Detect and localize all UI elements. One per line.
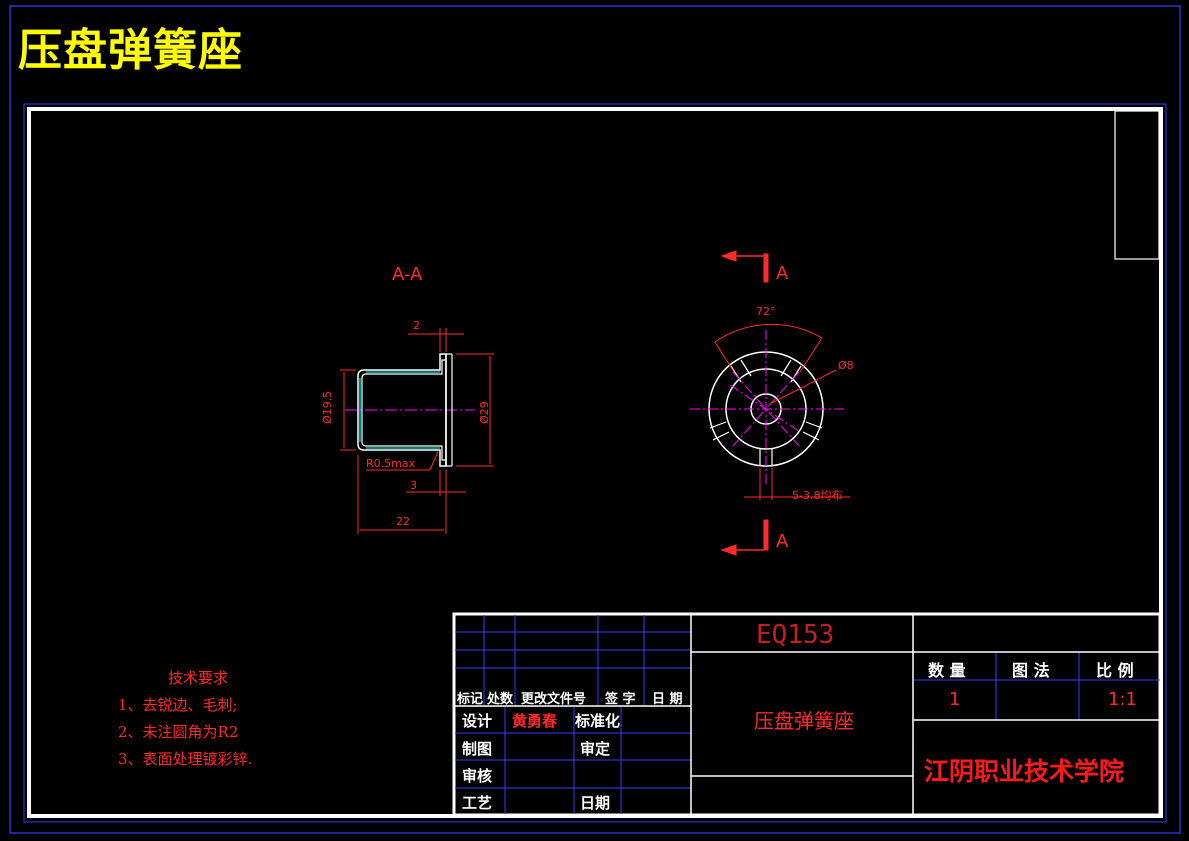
tb-method-label: 图 法: [1012, 661, 1050, 680]
tb-header-count: 处数: [487, 692, 514, 707]
cut-label-bottom: A: [776, 531, 789, 552]
cut-label-top: A: [776, 263, 789, 284]
dim-phi19-5: Ø19.5: [321, 390, 334, 424]
dim-72deg: 72°: [756, 305, 776, 318]
tb-qty-label: 数 量: [928, 661, 966, 680]
tb-part-name: 压盘弹簧座: [754, 709, 854, 733]
tb-part-no: EQ153: [756, 620, 835, 650]
front-view: [690, 323, 850, 500]
title-block-grid: [452, 612, 1162, 817]
code-box: [1114, 110, 1160, 260]
section-label: A-A: [392, 264, 423, 285]
dim-phi29: Ø29: [478, 401, 491, 424]
section-view: [340, 328, 494, 534]
tb-school: 江阴职业技术学院: [924, 757, 1125, 786]
tb-check-label: 审核: [462, 767, 493, 785]
tb-process-label: 工艺: [462, 794, 493, 812]
dim-phi8: Ø8: [838, 359, 854, 372]
tb-approve-label: 审定: [580, 740, 611, 758]
tb-scale-label: 比 例: [1096, 661, 1134, 680]
dim-2: 2: [413, 319, 420, 332]
tb-standard-label: 标准化: [575, 712, 621, 730]
tb-header-sign: 签 字: [605, 692, 636, 707]
cut-markers: [720, 250, 769, 556]
tech-req-item-3: 3、表面处理镀彩锌.: [118, 750, 253, 768]
tb-design-label: 设计: [462, 712, 493, 730]
tb-header-mark: 标记: [457, 692, 484, 707]
dim-22: 22: [396, 515, 410, 528]
tb-header-change-doc: 更改文件号: [521, 692, 587, 707]
tb-drawing-label: 制图: [462, 740, 493, 758]
page-title: 压盘弹簧座: [18, 25, 243, 76]
tech-req-heading: 技术要求: [168, 669, 229, 687]
dim-r05: R0.5max: [366, 457, 416, 470]
tb-scale: 1:1: [1108, 689, 1137, 710]
tb-date-label: 日期: [580, 794, 611, 812]
dim-slots: 5-3.8均布: [792, 489, 843, 502]
outer-border: [9, 5, 1181, 834]
dim-3: 3: [410, 479, 417, 492]
inner-blue-frame: [23, 103, 1167, 823]
tb-header-date: 日 期: [652, 692, 683, 707]
tb-qty: 1: [949, 689, 961, 710]
tech-req-item-1: 1、去锐边、毛刺;: [118, 696, 238, 714]
tb-designer: 黄勇春: [512, 712, 558, 730]
tech-req-item-2: 2、未注圆角为R2: [118, 723, 239, 741]
